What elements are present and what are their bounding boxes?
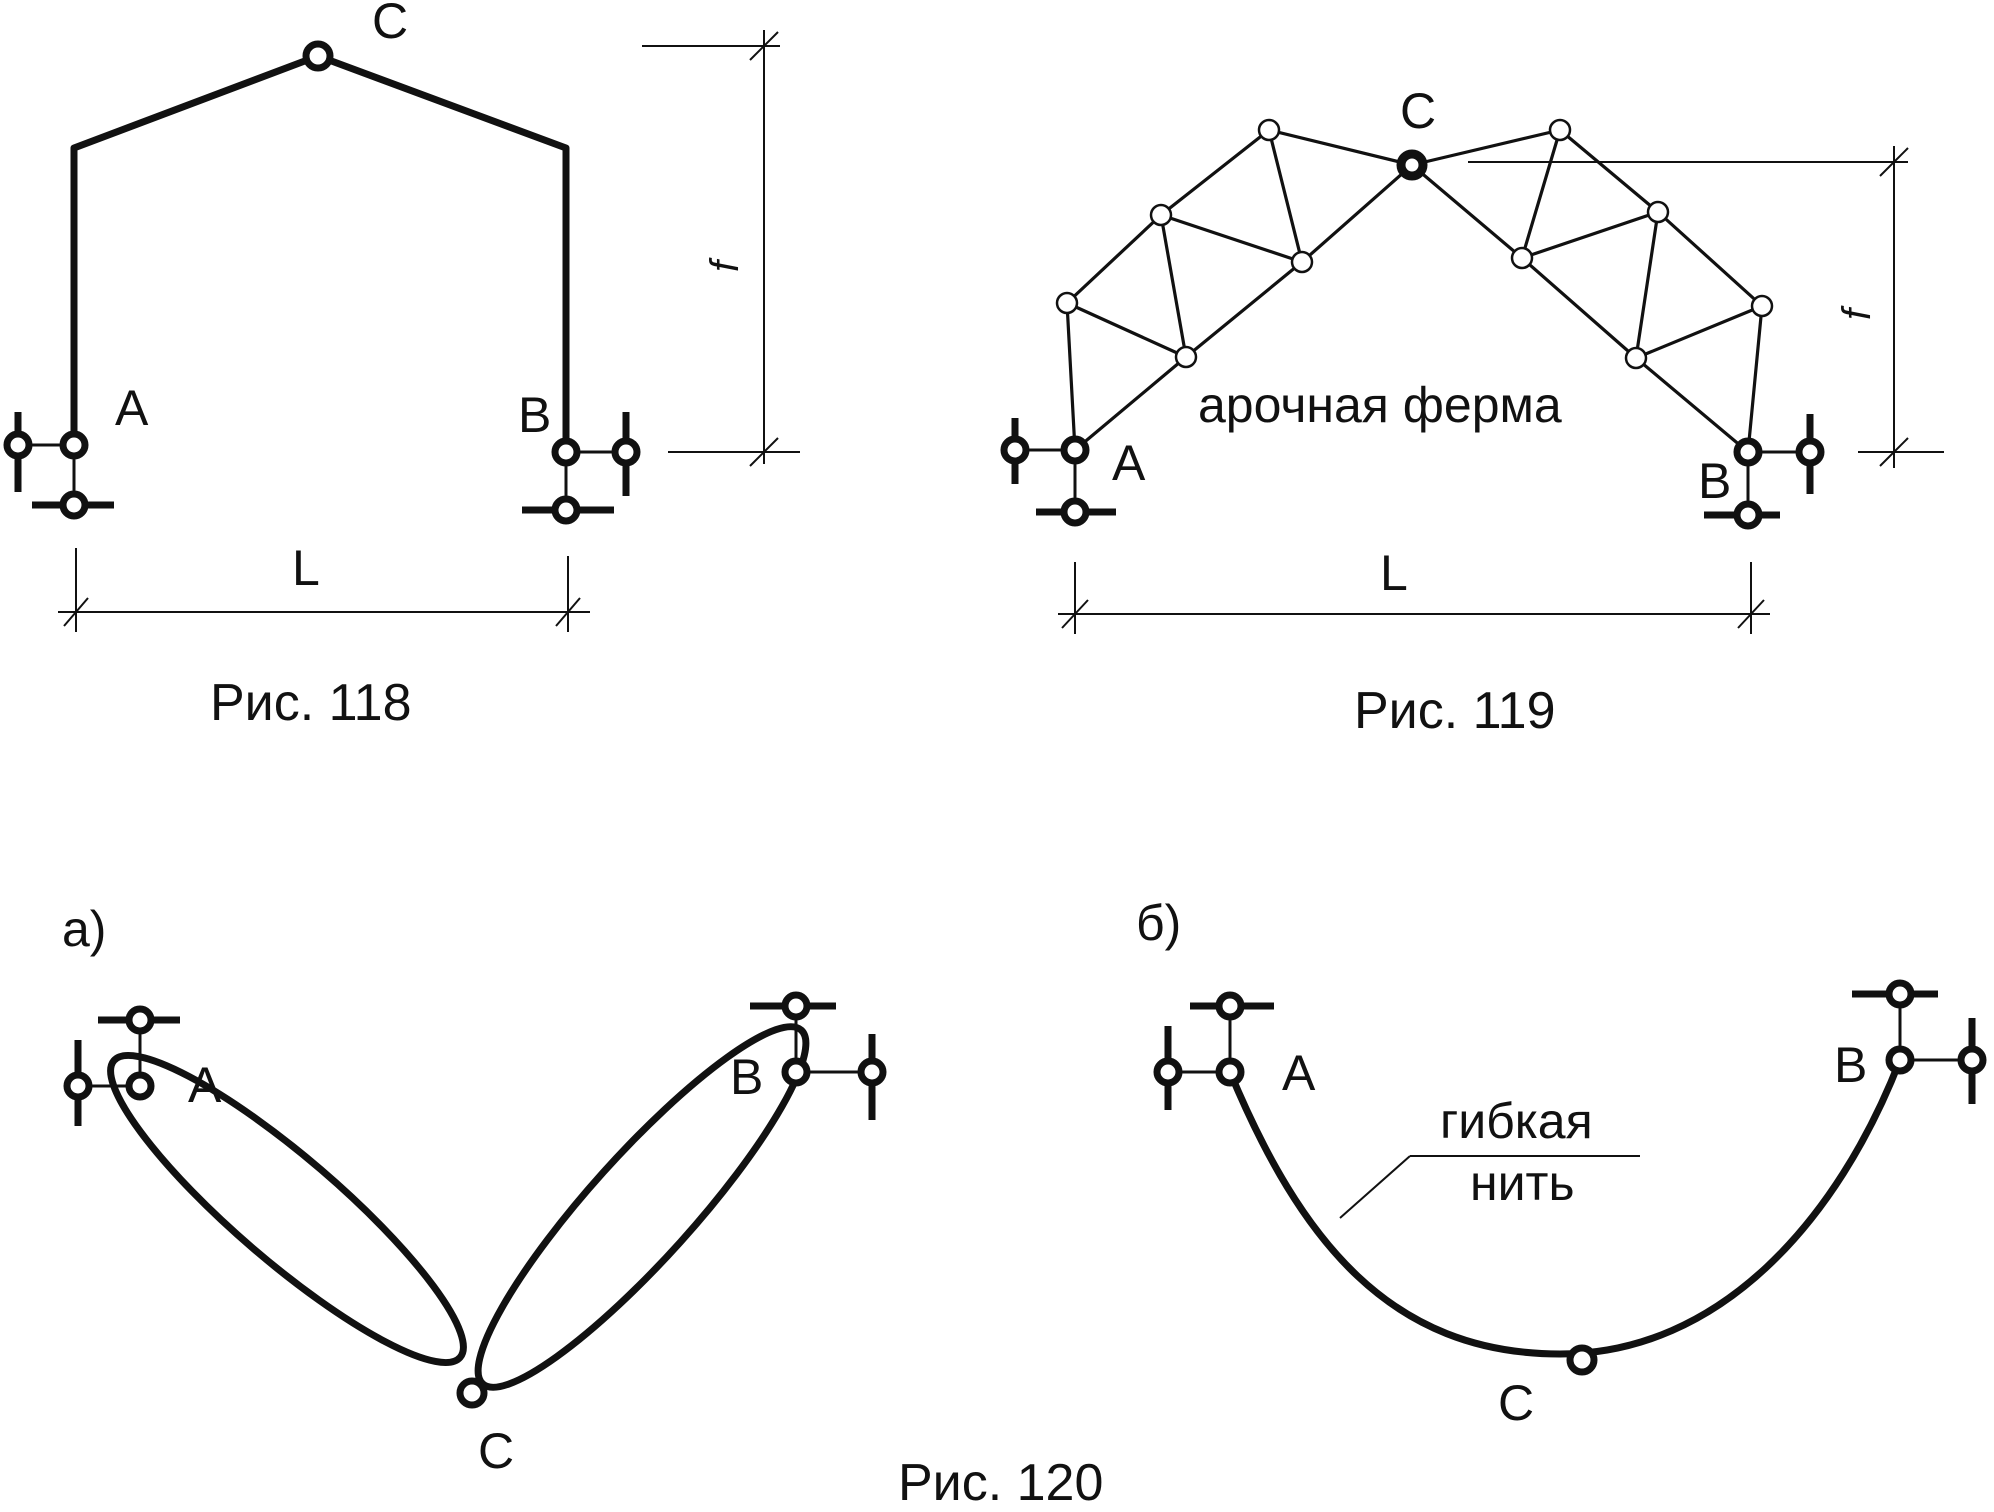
truss-nodes bbox=[1055, 118, 1774, 370]
label-B-120a: B bbox=[730, 1049, 763, 1105]
dimension-f-119 bbox=[1468, 146, 1944, 468]
support-A-119 bbox=[1000, 418, 1116, 527]
label-B-118: B bbox=[518, 387, 551, 443]
figure-120b: б) C гибкая нить A bbox=[1136, 895, 1987, 1431]
dim-L-118: L bbox=[292, 540, 320, 596]
hinge-C-120b bbox=[1566, 1344, 1598, 1376]
hinge-C-118 bbox=[302, 40, 334, 72]
support-B-120a bbox=[750, 991, 887, 1120]
thread-label-line1: гибкая bbox=[1440, 1093, 1593, 1149]
flexible-thread bbox=[1226, 1056, 1904, 1358]
label-C-118: C bbox=[372, 0, 408, 49]
label-B-119: B bbox=[1698, 453, 1731, 509]
label-C-120a: C bbox=[478, 1423, 514, 1479]
dim-f-118: f bbox=[703, 257, 747, 272]
label-A-120b: A bbox=[1282, 1045, 1316, 1101]
label-A-120a: A bbox=[188, 1057, 222, 1113]
hinge-C-120a bbox=[456, 1377, 488, 1409]
support-A-120a bbox=[63, 1005, 180, 1126]
tag-120a: а) bbox=[62, 901, 106, 957]
support-A-120b bbox=[1153, 991, 1274, 1110]
hinge-C-119 bbox=[1396, 149, 1428, 181]
figure-118: C A B L bbox=[3, 0, 800, 732]
label-C-120b: C bbox=[1498, 1375, 1534, 1431]
dimension-L-118 bbox=[58, 548, 590, 632]
support-B-120b bbox=[1852, 979, 1987, 1104]
thread-leader bbox=[1339, 1155, 1640, 1219]
dimension-f-118 bbox=[642, 30, 800, 467]
label-B-120b: B bbox=[1834, 1037, 1867, 1093]
support-B-118 bbox=[522, 412, 641, 525]
label-C-119: C bbox=[1400, 83, 1436, 139]
dimension-L-119 bbox=[1058, 562, 1770, 634]
dim-f-119: f bbox=[1835, 305, 1879, 320]
support-B-119 bbox=[1704, 414, 1825, 530]
label-A-119: A bbox=[1112, 435, 1146, 491]
support-A-118 bbox=[3, 412, 114, 520]
caption-120: Рис. 120 bbox=[898, 1454, 1103, 1512]
truss-members bbox=[1065, 128, 1764, 454]
figure-119: C арочная ферма A B bbox=[1000, 83, 1944, 740]
body-AC bbox=[107, 1051, 467, 1367]
dim-L-119: L bbox=[1380, 545, 1408, 601]
truss-label: арочная ферма bbox=[1198, 377, 1562, 433]
figure-120a: а) C A B bbox=[62, 901, 887, 1479]
caption-119: Рис. 119 bbox=[1354, 682, 1556, 740]
thread-label-line2: нить bbox=[1470, 1155, 1575, 1211]
caption-118: Рис. 118 bbox=[210, 674, 412, 732]
body-CB bbox=[474, 1023, 810, 1391]
label-A-118: A bbox=[115, 380, 149, 436]
tag-120b: б) bbox=[1136, 895, 1181, 951]
